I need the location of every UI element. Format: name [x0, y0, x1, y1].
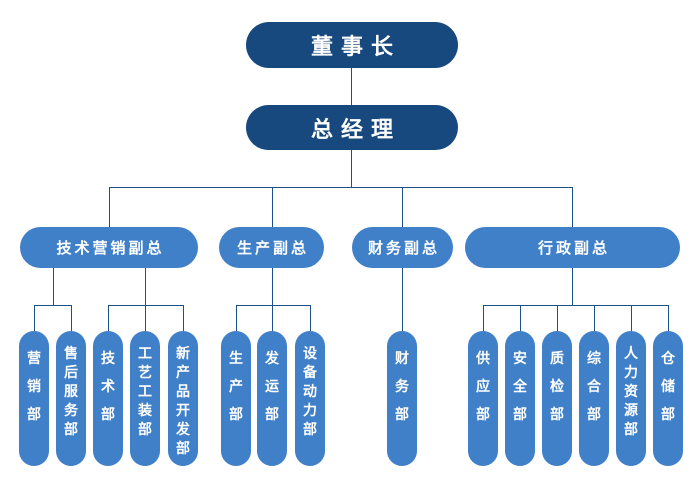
connector: [34, 305, 72, 306]
node-dept-marketing: 营销部: [19, 331, 49, 466]
node-label: 生产部: [229, 350, 243, 422]
connector: [236, 305, 311, 306]
node-dept-production: 生产部: [221, 331, 251, 466]
connector: [272, 187, 273, 227]
connector: [272, 268, 273, 331]
connector: [483, 305, 669, 306]
connector: [53, 268, 54, 305]
connector: [108, 305, 109, 331]
node-dept-equipment-power: 设备动力部: [295, 331, 325, 466]
node-chairman: 董事长: [246, 22, 458, 68]
node-label: 新产品开发部: [176, 345, 190, 456]
node-label: 生产副总: [236, 240, 309, 257]
connector: [108, 305, 184, 306]
node-dept-shipping: 发运部: [257, 331, 287, 466]
node-label: 供应部: [476, 350, 490, 422]
connector: [668, 305, 669, 331]
connector: [236, 305, 237, 331]
node-dept-hr: 人力资源部: [616, 331, 646, 466]
node-vp-finance: 财务副总: [352, 227, 453, 268]
node-dept-new-product-dev: 新产品开发部: [168, 331, 198, 466]
connector: [557, 305, 558, 331]
node-label: 技术部: [101, 350, 115, 422]
node-dept-warehouse: 仓储部: [653, 331, 683, 466]
connector: [145, 268, 146, 331]
node-label: 综合部: [587, 350, 601, 422]
node-label: 行政副总: [537, 240, 610, 257]
node-dept-quality: 质检部: [542, 331, 572, 466]
node-label: 仓储部: [661, 350, 675, 422]
node-label: 财务部: [395, 350, 409, 422]
node-label: 设备动力部: [303, 345, 317, 437]
connector: [483, 305, 484, 331]
connector: [351, 68, 352, 105]
connector: [351, 150, 352, 187]
connector: [34, 305, 35, 331]
node-dept-supply: 供应部: [468, 331, 498, 466]
node-label: 营销部: [27, 350, 41, 422]
connector: [402, 187, 403, 227]
connector: [572, 187, 573, 227]
node-label: 工艺工装部: [138, 345, 152, 437]
node-label: 董事长: [310, 34, 401, 59]
connector: [183, 305, 184, 331]
node-dept-safety: 安全部: [505, 331, 535, 466]
connector: [594, 305, 595, 331]
node-label: 人力资源部: [624, 345, 638, 437]
node-vp-admin: 行政副总: [465, 227, 680, 268]
connector: [402, 268, 403, 331]
node-label: 总经理: [310, 116, 401, 142]
node-label: 售后服务部: [64, 345, 78, 437]
node-dept-process-tooling: 工艺工装部: [130, 331, 160, 466]
connector: [71, 305, 72, 331]
connector: [109, 187, 110, 227]
connector: [631, 305, 632, 331]
node-general-manager: 总经理: [246, 105, 458, 150]
node-label: 技术营销副总: [56, 240, 165, 257]
node-dept-general-affairs: 综合部: [579, 331, 609, 466]
node-dept-technology: 技术部: [93, 331, 123, 466]
node-vp-tech-marketing: 技术营销副总: [20, 227, 198, 268]
node-label: 发运部: [265, 350, 279, 422]
connector: [572, 268, 573, 305]
connector: [109, 187, 573, 188]
node-label: 安全部: [513, 350, 527, 422]
connector: [520, 305, 521, 331]
node-vp-production: 生产副总: [219, 227, 324, 268]
connector: [310, 305, 311, 331]
node-dept-finance: 财务部: [387, 331, 417, 466]
node-label: 财务副总: [367, 240, 440, 257]
node-label: 质检部: [550, 350, 564, 422]
node-dept-after-sales: 售后服务部: [56, 331, 86, 466]
